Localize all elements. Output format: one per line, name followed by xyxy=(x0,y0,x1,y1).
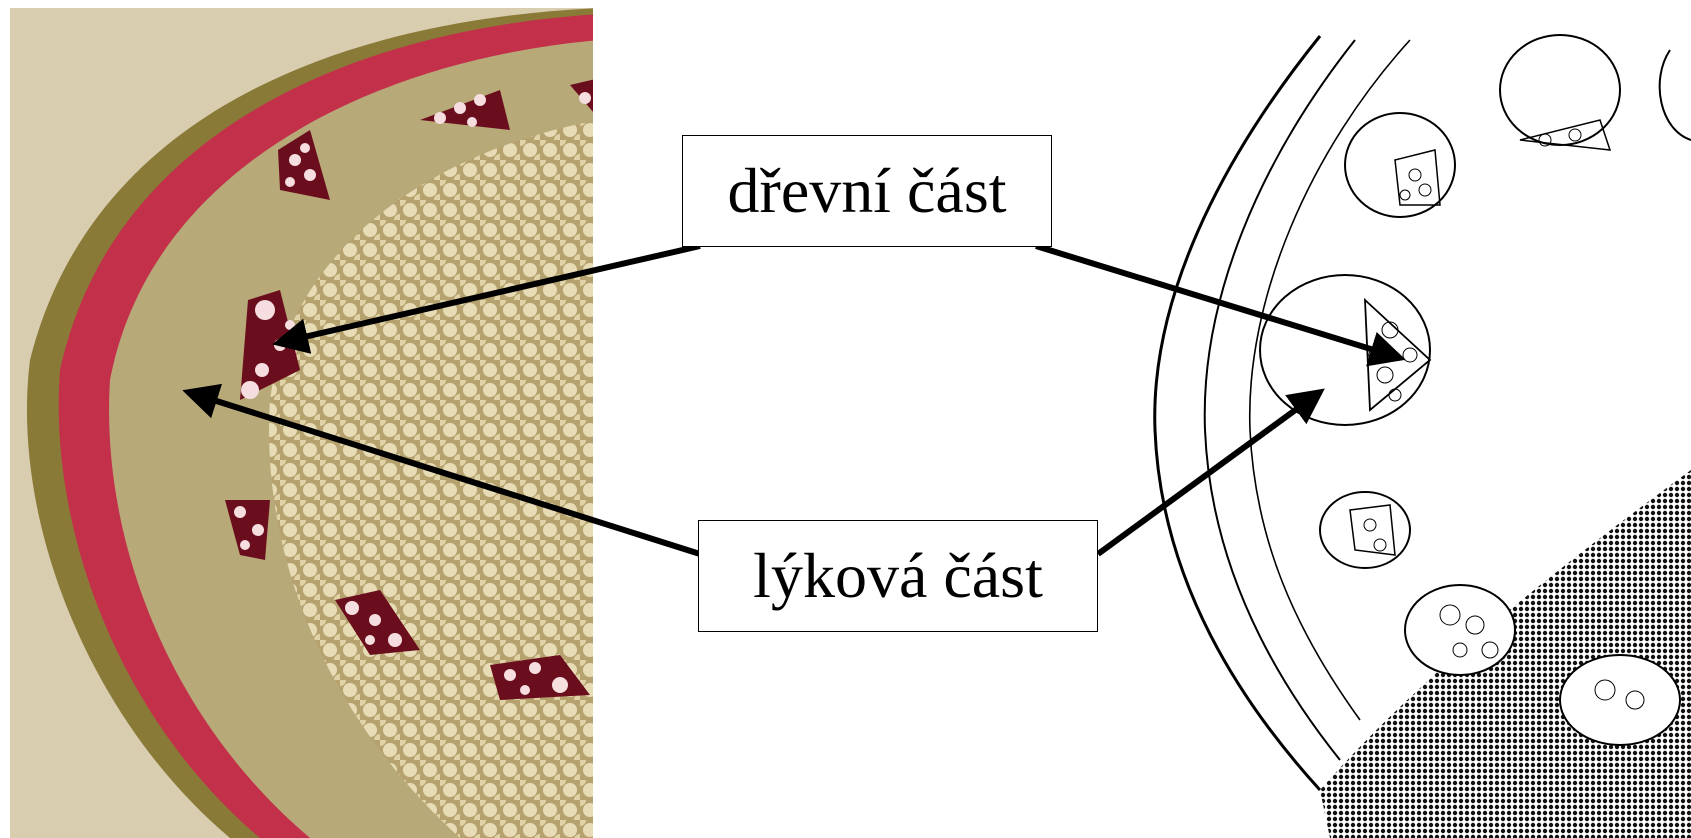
label-bast-part: lýková část xyxy=(698,520,1098,632)
stem-cross-section-photo xyxy=(10,8,600,838)
label-wood-part: dřevní část xyxy=(682,135,1052,247)
stem-cross-section-drawing xyxy=(1140,30,1691,838)
